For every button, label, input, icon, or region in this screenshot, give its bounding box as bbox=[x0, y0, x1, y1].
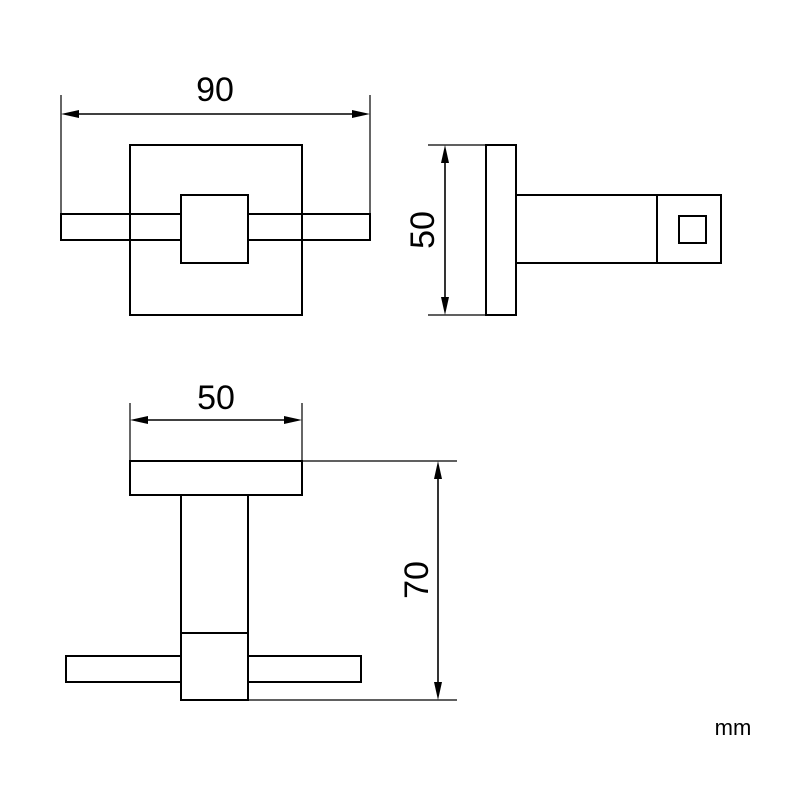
front-wall-plate bbox=[129, 144, 303, 316]
arrow-right-icon bbox=[352, 110, 370, 118]
dimension-front-width: 90 bbox=[60, 71, 371, 214]
dimension-label-top-depth: 70 bbox=[398, 561, 436, 599]
dimension-top-width: 50 bbox=[129, 379, 303, 461]
dimension-label-side-height: 50 bbox=[404, 211, 442, 249]
dimension-label-top-width: 50 bbox=[197, 379, 235, 417]
arrow-down-icon bbox=[441, 297, 449, 315]
unit-label: mm bbox=[715, 715, 752, 740]
front-center-block bbox=[180, 194, 249, 264]
arrow-left-icon bbox=[130, 416, 148, 424]
dimension-top-depth: 70 bbox=[248, 460, 457, 701]
side-stem bbox=[515, 194, 658, 264]
arrow-up-icon bbox=[441, 145, 449, 163]
side-end-square bbox=[678, 215, 707, 244]
arrow-left-icon bbox=[61, 110, 79, 118]
arrow-right-icon bbox=[284, 416, 302, 424]
front-view bbox=[60, 144, 371, 316]
top-view bbox=[65, 460, 362, 701]
top-wall-plate bbox=[129, 460, 303, 496]
dimension-side-height: 50 bbox=[404, 144, 486, 316]
side-view bbox=[485, 144, 722, 316]
arrow-down-icon bbox=[434, 682, 442, 700]
arrow-up-icon bbox=[434, 461, 442, 479]
top-end-block bbox=[180, 632, 249, 701]
side-wall-plate bbox=[485, 144, 517, 316]
dimension-label-front-width: 90 bbox=[196, 71, 234, 109]
side-end-block bbox=[656, 194, 722, 264]
top-stem bbox=[180, 494, 249, 634]
